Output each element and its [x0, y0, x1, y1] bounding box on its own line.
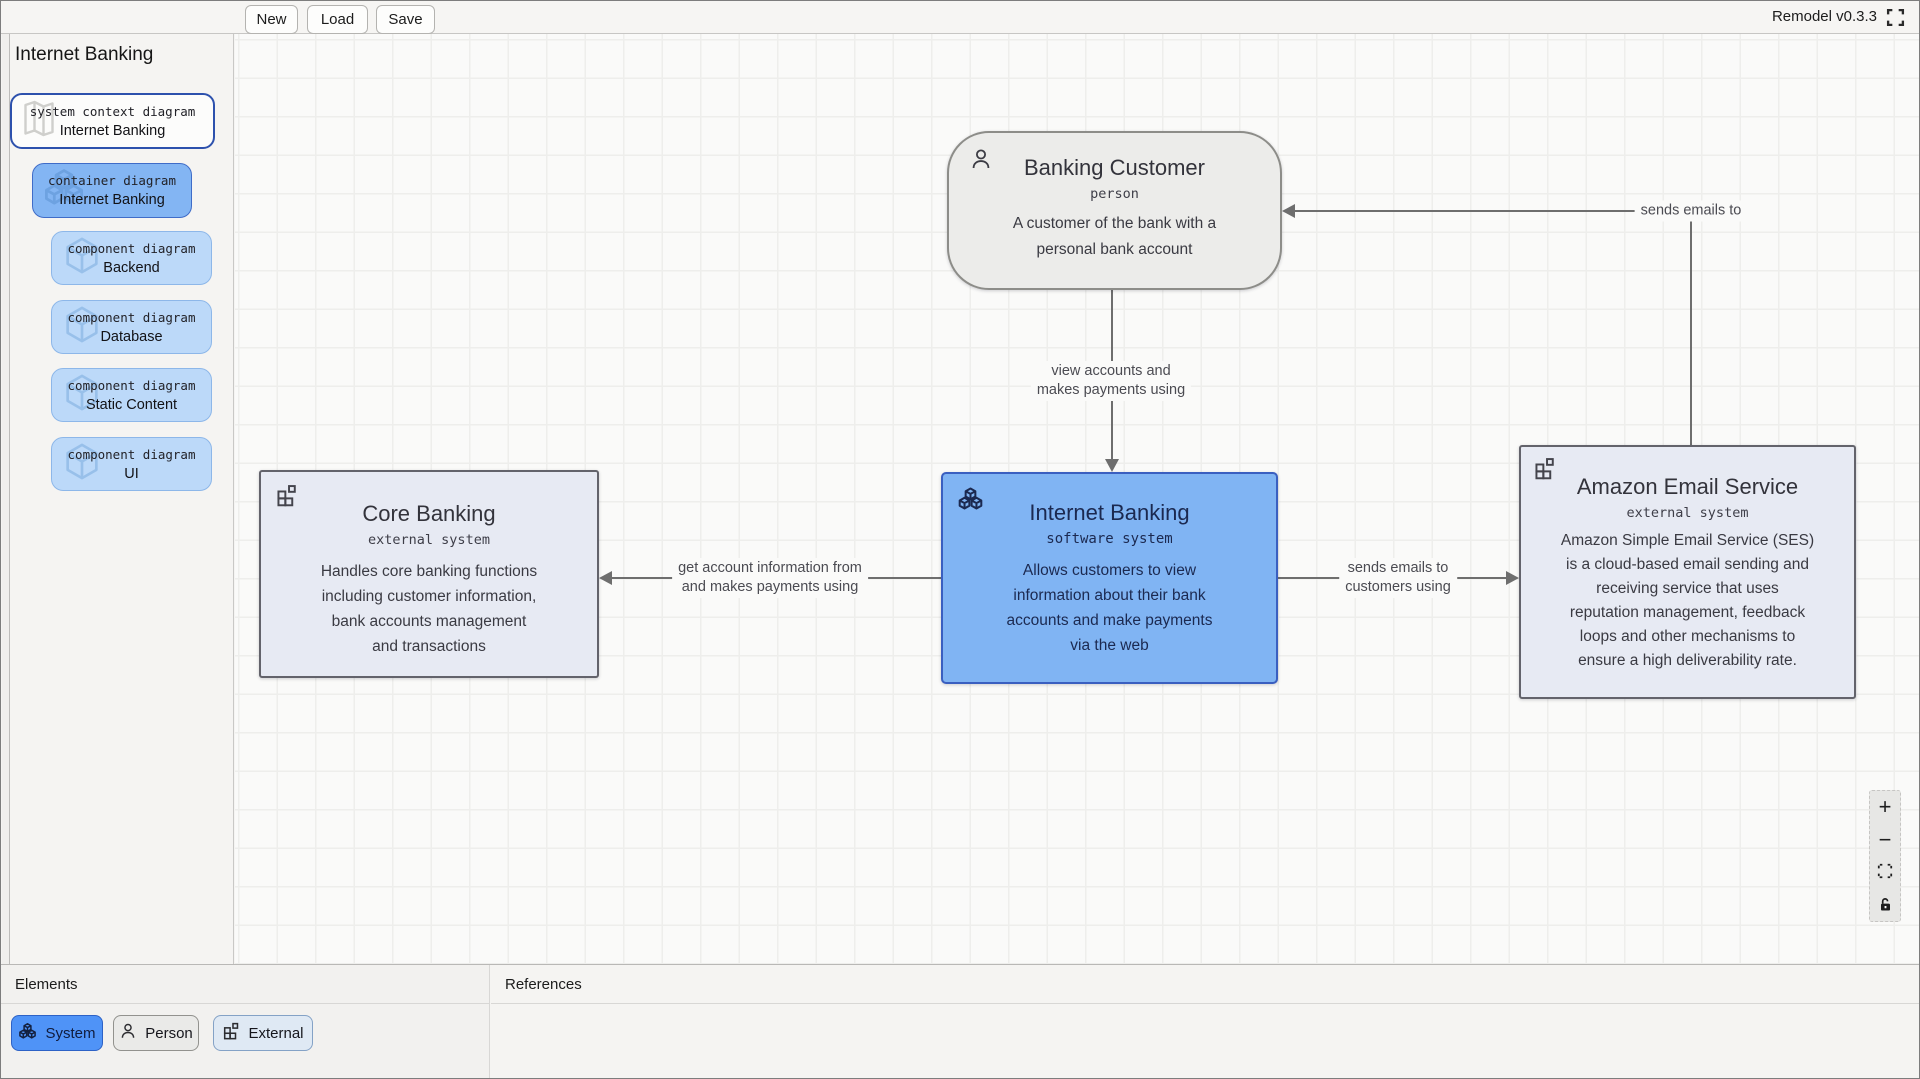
diagram-name: UI — [124, 465, 139, 482]
load-button[interactable]: Load — [307, 5, 368, 34]
diagram-kind: component diagram — [67, 446, 196, 462]
add-person-label: Person — [145, 1024, 193, 1042]
diagram-name: Internet Banking — [59, 192, 165, 208]
edge-label-view-accounts[interactable]: view accounts and makes payments using — [1030, 361, 1192, 401]
add-person-button[interactable]: Person — [113, 1015, 199, 1051]
software-system-icon — [18, 1022, 37, 1045]
add-system-label: System — [45, 1024, 96, 1042]
references-panel: References — [491, 965, 1919, 1078]
node-description: A customer of the bank with a personal b… — [1012, 215, 1217, 258]
edge-label-sends-emails-to[interactable]: sends emails to — [1634, 200, 1748, 222]
node-subtitle: software system — [1046, 531, 1173, 547]
person-icon — [969, 147, 993, 176]
diagram-kind: component diagram — [67, 240, 196, 256]
sidebar-item-system-context-diagram[interactable]: system context diagram Internet Banking — [10, 93, 215, 149]
sidebar-item-component-backend[interactable]: component diagram Backend — [51, 231, 212, 285]
elements-header-divider — [1, 1003, 489, 1004]
node-title: Core Banking — [362, 501, 496, 526]
node-amazon-email-service[interactable]: Amazon Email Service external system Ama… — [1519, 445, 1856, 699]
diagram-kind: component diagram — [67, 309, 196, 325]
node-description: Allows customers to view information abo… — [1006, 562, 1213, 654]
external-system-icon — [275, 484, 298, 512]
edge-label-sends-emails-customers[interactable]: sends emails to customers using — [1339, 558, 1457, 598]
node-title: Amazon Email Service — [1576, 474, 1799, 499]
sidebar-item-component-ui[interactable]: component diagram UI — [51, 437, 212, 491]
add-external-button[interactable]: External — [213, 1015, 313, 1051]
sidebar-item-component-static-content[interactable]: component diagram Static Content — [51, 368, 212, 422]
node-subtitle: person — [1090, 186, 1139, 202]
project-title: Internet Banking — [15, 44, 154, 65]
external-system-icon — [1533, 457, 1556, 485]
app-version-label: Remodel v0.3.3 — [1771, 8, 1877, 25]
add-system-button[interactable]: System — [11, 1015, 103, 1051]
node-description: Handles core banking functions including… — [320, 563, 538, 655]
edge-label-get-account-info[interactable]: get account information from and makes p… — [672, 558, 868, 598]
node-subtitle: external system — [368, 532, 490, 548]
unlock-icon — [1878, 892, 1893, 918]
new-button[interactable]: New — [245, 5, 298, 34]
references-header-divider — [491, 1003, 1919, 1004]
person-icon — [119, 1022, 137, 1044]
diagram-name: Static Content — [85, 396, 178, 413]
fit-view-button[interactable] — [1870, 859, 1900, 885]
references-panel-title: References — [505, 976, 582, 993]
elements-panel-title: Elements — [15, 976, 78, 993]
zoom-in-button[interactable]: + — [1878, 794, 1892, 820]
sidebar-item-component-database[interactable]: component diagram Database — [51, 300, 212, 354]
diagram-kind: container diagram — [48, 173, 176, 188]
diagram-kind: component diagram — [67, 377, 196, 393]
node-internet-banking[interactable]: Internet Banking software system Allows … — [941, 472, 1278, 684]
lock-button[interactable] — [1870, 892, 1900, 918]
diagram-name: Backend — [103, 259, 160, 276]
bottom-panel: Elements System Person — [1, 964, 1919, 1078]
node-banking-customer[interactable]: Banking Customer person A customer of th… — [947, 131, 1282, 290]
fullscreen-button[interactable] — [1886, 8, 1905, 27]
left-gutter — [2, 34, 10, 964]
diagram-name: Internet Banking — [59, 122, 166, 139]
fit-view-icon — [1877, 859, 1893, 885]
node-title: Internet Banking — [1029, 500, 1190, 525]
add-external-label: External — [248, 1024, 304, 1042]
node-subtitle: external system — [1626, 505, 1749, 521]
save-button[interactable]: Save — [376, 5, 435, 34]
diagram-kind: system context diagram — [29, 103, 196, 119]
node-description: Amazon Simple Email Service (SES) is a c… — [1560, 532, 1815, 669]
node-core-banking[interactable]: Core Banking external system Handles cor… — [259, 470, 599, 678]
toolbar: New Load Save Remodel v0.3.3 — [1, 1, 1919, 34]
zoom-controls: + − — [1869, 790, 1901, 922]
software-system-icon — [957, 486, 984, 518]
external-system-icon — [222, 1022, 240, 1044]
fullscreen-icon — [1886, 8, 1905, 31]
zoom-out-button[interactable]: − — [1878, 826, 1892, 852]
elements-panel: Elements System Person — [1, 965, 490, 1078]
diagram-name: Database — [100, 328, 163, 345]
diagram-sidebar: Internet Banking system context diagram … — [10, 34, 234, 964]
node-title: Banking Customer — [1024, 155, 1205, 180]
sidebar-item-container-diagram[interactable]: container diagram Internet Banking — [32, 163, 192, 218]
